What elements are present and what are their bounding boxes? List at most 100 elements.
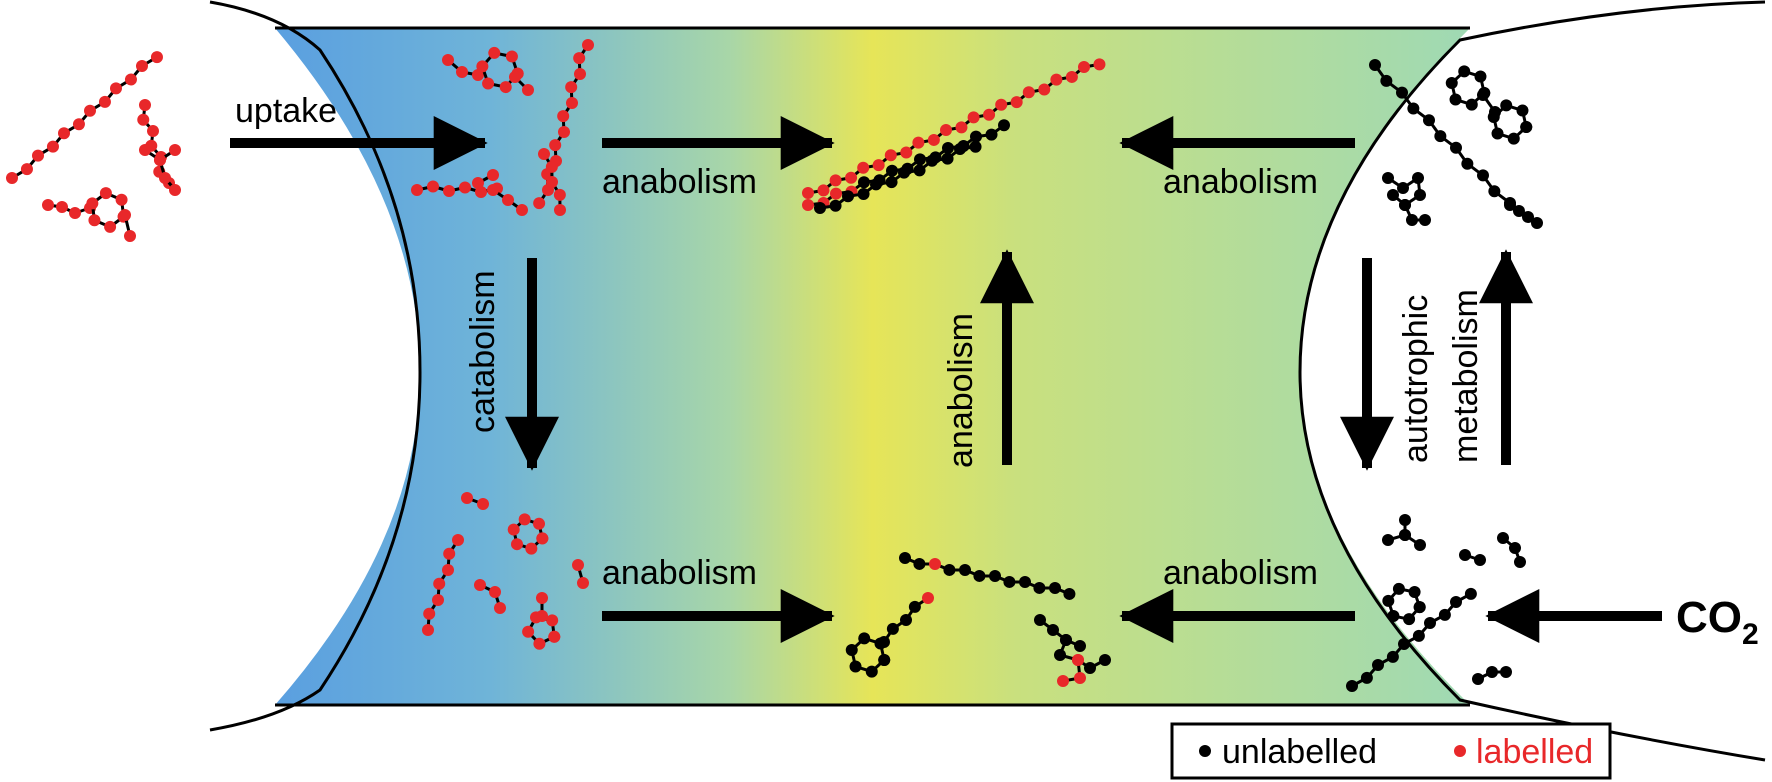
atom-unlabelled bbox=[1049, 582, 1061, 594]
atom-unlabelled bbox=[858, 176, 870, 189]
atom-labelled bbox=[1078, 61, 1090, 73]
atom-unlabelled bbox=[1514, 556, 1526, 568]
atom-labelled bbox=[983, 108, 996, 121]
atom-labelled bbox=[533, 637, 546, 650]
atom-unlabelled bbox=[998, 119, 1010, 132]
atom-labelled bbox=[461, 492, 473, 504]
atom-labelled bbox=[955, 121, 968, 134]
molecules-outside-labelled bbox=[6, 51, 181, 242]
atom-unlabelled bbox=[1465, 98, 1478, 111]
atom-unlabelled bbox=[1406, 214, 1418, 226]
metabolism-label: metabolism bbox=[1447, 289, 1485, 463]
atom-unlabelled bbox=[1491, 127, 1504, 140]
atom-labelled bbox=[88, 214, 101, 227]
atom-labelled bbox=[432, 594, 444, 606]
atom-labelled bbox=[86, 197, 99, 210]
atom-unlabelled bbox=[1033, 581, 1046, 594]
atom-unlabelled bbox=[1504, 199, 1516, 211]
atom-unlabelled bbox=[1486, 666, 1498, 678]
atom-labelled bbox=[487, 169, 499, 181]
bond bbox=[46, 203, 92, 215]
atom-unlabelled bbox=[1063, 587, 1076, 600]
atom-labelled bbox=[574, 68, 586, 80]
atom-labelled bbox=[554, 204, 566, 216]
atom-unlabelled bbox=[1445, 76, 1458, 89]
atom-labelled bbox=[115, 193, 128, 206]
atom-unlabelled bbox=[1424, 617, 1436, 629]
atom-unlabelled bbox=[878, 654, 891, 667]
atom-labelled bbox=[154, 154, 166, 166]
atom-labelled bbox=[857, 161, 870, 174]
atom-labelled bbox=[516, 204, 528, 216]
atom-unlabelled bbox=[1413, 601, 1426, 614]
atom-labelled bbox=[522, 625, 535, 638]
atom-labelled bbox=[147, 125, 159, 137]
atom-unlabelled bbox=[1387, 609, 1400, 622]
atom-labelled bbox=[572, 559, 584, 571]
atom-unlabelled bbox=[943, 563, 956, 576]
autotrophic-label: autotrophic bbox=[1397, 295, 1435, 463]
atom-unlabelled bbox=[1531, 217, 1543, 229]
atom-unlabelled bbox=[1074, 640, 1086, 652]
atom-labelled bbox=[32, 149, 44, 162]
atom-unlabelled bbox=[1382, 594, 1395, 607]
atom-labelled bbox=[1093, 58, 1106, 71]
atom-unlabelled bbox=[1513, 205, 1525, 217]
atom-labelled bbox=[872, 159, 885, 172]
atom-labelled bbox=[995, 98, 1008, 111]
atom-labelled bbox=[69, 207, 81, 219]
atom-labelled bbox=[558, 126, 570, 138]
atom-unlabelled bbox=[829, 199, 842, 212]
atom-unlabelled bbox=[1412, 629, 1425, 642]
atom-unlabelled bbox=[1497, 532, 1509, 544]
atom-unlabelled bbox=[1414, 539, 1426, 551]
atom-unlabelled bbox=[970, 130, 982, 143]
atom-unlabelled bbox=[845, 643, 858, 656]
legend-labelled-text: labelled bbox=[1476, 733, 1593, 771]
atom-labelled bbox=[525, 542, 538, 555]
atom-labelled bbox=[929, 558, 941, 570]
atom-unlabelled bbox=[1382, 534, 1394, 546]
atom-labelled bbox=[510, 538, 523, 551]
atom-unlabelled bbox=[941, 152, 954, 165]
legend-unlabelled-text: unlabelled bbox=[1222, 733, 1377, 771]
legend: unlabelled labelled bbox=[1170, 722, 1612, 780]
molecules-unlabelled-bottom-right bbox=[1346, 514, 1526, 692]
cell-body bbox=[275, 28, 1470, 705]
atom-labelled bbox=[518, 513, 531, 526]
atom-labelled bbox=[802, 187, 814, 199]
atom-unlabelled bbox=[886, 164, 898, 177]
atom-labelled bbox=[545, 160, 558, 173]
atom-unlabelled bbox=[1419, 214, 1431, 226]
atom-unlabelled bbox=[1474, 70, 1487, 83]
atom-unlabelled bbox=[1034, 614, 1046, 626]
atom-unlabelled bbox=[908, 600, 921, 613]
atom-labelled bbox=[159, 172, 171, 184]
atom-labelled bbox=[940, 124, 952, 136]
molecules-mixed-bottom-center bbox=[845, 552, 1111, 687]
atom-labelled bbox=[884, 149, 897, 162]
atom-unlabelled bbox=[1477, 89, 1489, 101]
atom-unlabelled bbox=[1489, 106, 1501, 118]
atom-unlabelled bbox=[1520, 121, 1533, 134]
bond bbox=[1350, 592, 1473, 688]
atom-unlabelled bbox=[1477, 169, 1489, 182]
atom-unlabelled bbox=[1047, 624, 1059, 636]
anabolism-label-bottom-right: anabolism bbox=[1163, 554, 1318, 592]
atom-labelled bbox=[20, 163, 33, 176]
atom-unlabelled bbox=[1346, 680, 1358, 692]
atom-labelled bbox=[56, 201, 68, 213]
atom-labelled bbox=[565, 81, 578, 94]
atom-labelled bbox=[476, 60, 489, 73]
atom-labelled bbox=[124, 230, 136, 242]
atom-unlabelled bbox=[1060, 634, 1072, 646]
atom-labelled bbox=[104, 220, 117, 233]
atom-labelled bbox=[549, 139, 562, 152]
atom-labelled bbox=[459, 181, 471, 194]
cell-right-membrane bbox=[1298, 0, 1766, 762]
legend-box bbox=[1170, 722, 1612, 780]
atom-labelled bbox=[433, 577, 446, 590]
atom-labelled bbox=[1038, 83, 1051, 96]
atom-unlabelled bbox=[1459, 549, 1471, 561]
molecules-unlabelled-top-right bbox=[1369, 59, 1543, 229]
